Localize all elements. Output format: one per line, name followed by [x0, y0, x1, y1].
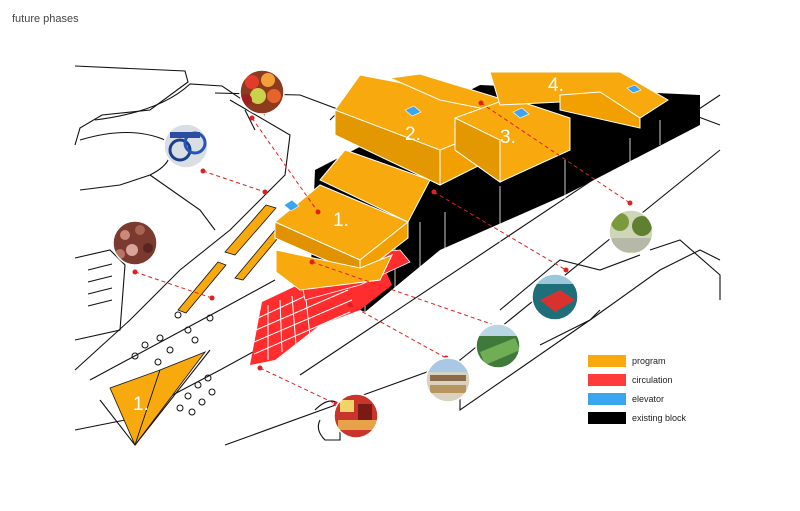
elevators	[283, 84, 642, 212]
legend-swatch-program	[588, 355, 626, 367]
legend-label-circulation: circulation	[632, 375, 673, 385]
bicycles-photo-icon	[164, 124, 208, 168]
phase-label-4: 4.	[548, 75, 564, 96]
program-volumes	[274, 71, 669, 291]
red-interior-photo-icon	[334, 394, 378, 438]
legend-swatch-existing-block	[588, 412, 626, 424]
legend-swatch-elevator	[588, 393, 626, 405]
legend: program circulation elevator existing bl…	[588, 355, 687, 424]
legend-label-elevator: elevator	[632, 394, 664, 404]
phase-label-2: 2.	[405, 124, 421, 145]
phase-label-1: 1.	[333, 210, 349, 231]
legend-label-program: program	[632, 356, 666, 366]
legend-label-existing-block: existing block	[632, 413, 687, 423]
trees-photo-icon	[609, 210, 653, 254]
phase-label-1-ground: 1.	[133, 394, 149, 415]
sports-court-photo-icon	[532, 274, 578, 320]
market-crowd-photo-icon	[113, 221, 157, 265]
photo-frames	[112, 69, 654, 439]
phase-label-3: 3.	[500, 127, 516, 148]
green-terrace-photo-icon	[476, 324, 520, 368]
plaza-dots	[131, 311, 216, 416]
page-title: future phases	[12, 13, 79, 25]
fruit-photo-icon	[240, 70, 284, 114]
ground-program-strips	[109, 204, 284, 447]
leader-lines	[134, 102, 631, 405]
legend-swatch-circulation	[588, 374, 626, 386]
